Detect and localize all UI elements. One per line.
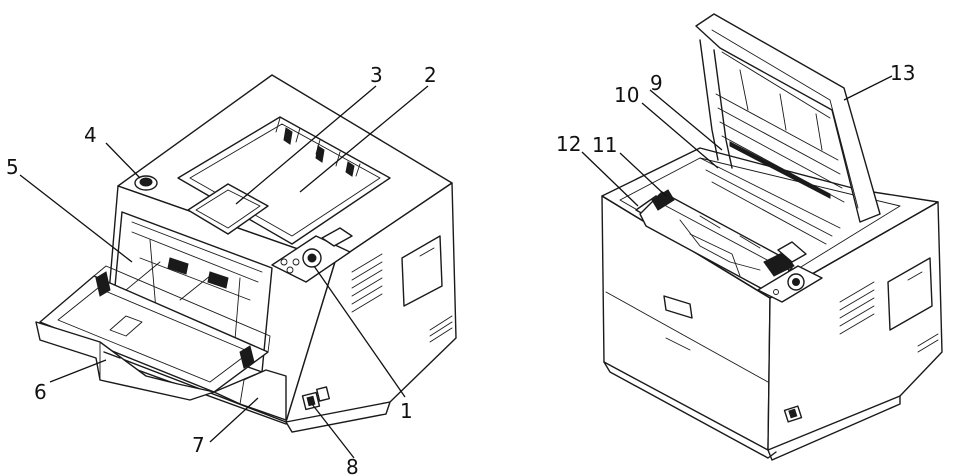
leader-lines: [19, 75, 893, 459]
printer-side-panel: [285, 182, 457, 423]
front-handle[interactable]: [663, 295, 693, 319]
callout-labels: 1 2 3 4 5 6 7 8 9 10 11 12 13: [6, 61, 915, 476]
printer-front-view: [35, 74, 457, 433]
side-handle-recess: [401, 235, 443, 307]
callout-8: 8: [346, 455, 359, 476]
printer-open-view: [601, 13, 943, 461]
paper-support-flap: [187, 183, 269, 235]
callout-2: 2: [424, 63, 437, 87]
callout-6: 6: [34, 380, 47, 404]
output-tray: [177, 116, 391, 245]
callout-1: 1: [400, 399, 413, 423]
callout-10: 10: [614, 83, 639, 107]
callout-5: 5: [6, 155, 19, 179]
callout-9: 9: [650, 71, 663, 95]
side-vent-grille: [351, 253, 383, 313]
top-cover-open[interactable]: [695, 13, 881, 223]
callout-13: 13: [890, 61, 915, 85]
tray-extension[interactable]: [35, 321, 215, 401]
callout-3: 3: [370, 63, 383, 87]
callout-11: 11: [592, 133, 617, 157]
callout-4: 4: [84, 123, 97, 147]
callout-12: 12: [556, 132, 581, 156]
toner-release-lever[interactable]: [777, 241, 807, 263]
callout-7: 7: [192, 433, 205, 457]
interface-connectors: [301, 386, 331, 411]
